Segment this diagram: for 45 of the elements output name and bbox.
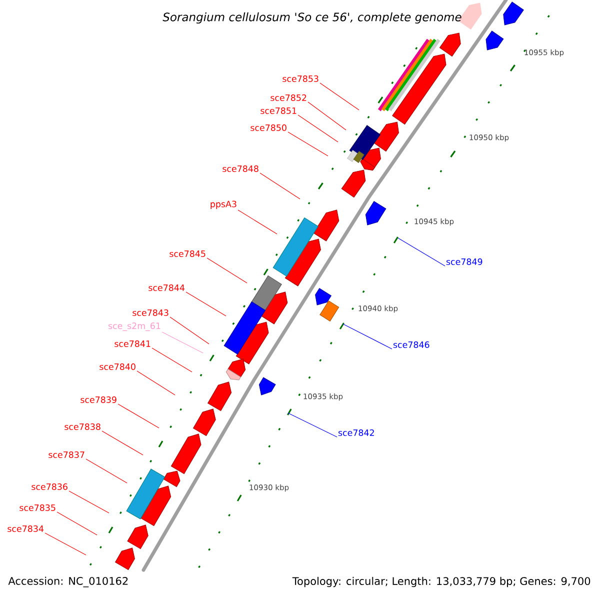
leader-line [86,458,128,484]
leader-line [118,404,160,428]
footer-text: Accession: NC_010162 [8,576,128,588]
gene-label: sce7837 [48,451,84,458]
leader-line [308,102,346,130]
gene-label: sce7839 [80,396,116,403]
leader-line [398,238,446,266]
leader-line [320,82,360,110]
gene-label: sce7840 [100,363,136,370]
leader-line [186,292,226,316]
gene-label: sce7842 [338,429,374,436]
leader-line [206,258,248,284]
leader-line [68,490,110,514]
gene-label: sce7850 [250,124,286,131]
gene-label: sce7841 [114,340,150,347]
leader-line [342,324,392,350]
gene-label: sce7836 [32,483,68,490]
leader-line [102,430,144,456]
leader-line [162,332,204,354]
gene-label: sce7843 [132,309,168,316]
gene-label: sce7834 [8,525,44,532]
gene-label: sce7852 [270,94,306,101]
leader-line [288,412,338,438]
gene-label: sce7835 [20,504,56,511]
gene-label: sce_s2m_61 [108,322,160,331]
leader-line [298,114,338,142]
gene-label: sce7849 [446,258,482,265]
leader-line [152,348,192,372]
gene-label: sce7838 [64,423,100,430]
gene-label: sce7844 [148,284,184,291]
gene-label: sce7846 [393,341,430,348]
leader-line [238,210,278,234]
gene-label: sce7845 [170,250,206,257]
gene-label: sce7853 [282,75,318,82]
leader-line [170,316,210,344]
leader-line [56,512,98,536]
footer-text: Topology: circular; Length: 13,033,779 bp; Genes: 9,700 [292,576,590,588]
leader-line [260,172,300,200]
leader-line [136,370,176,396]
gene-label: sce7851 [260,107,296,114]
gene-label: ppsA3 [210,200,236,209]
leader-line [44,532,86,556]
gene-label: sce7848 [222,165,258,172]
title: Sorangium cellulosum 'So ce 56', complete genome [162,12,462,24]
leader-line [288,132,328,156]
